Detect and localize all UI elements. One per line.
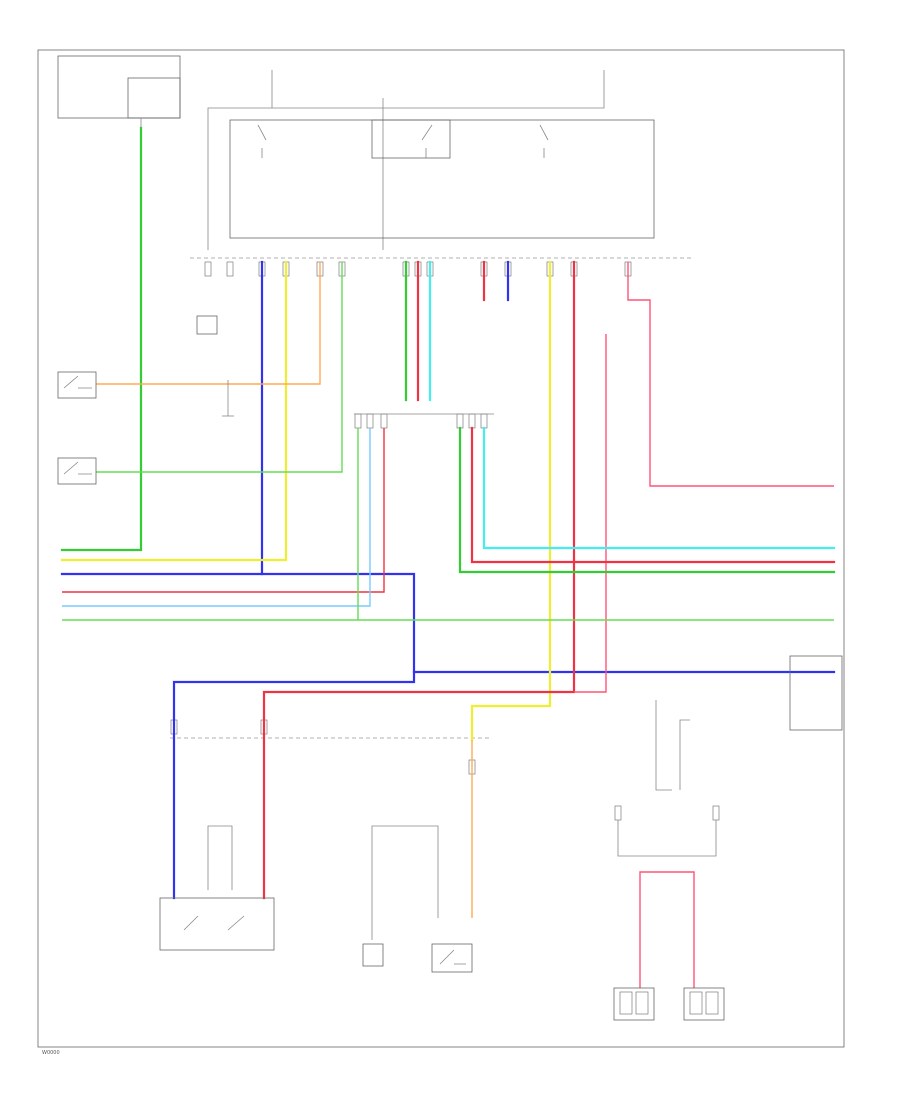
splice-connector-4 [456, 413, 464, 429]
splice-connector-2 [366, 413, 374, 429]
wire-green-right [458, 426, 836, 574]
switch-glyph-2 [421, 124, 433, 158]
wire-yellow-left [60, 260, 288, 562]
bottom-left-switch-module [159, 825, 275, 951]
top-connector-1 [204, 261, 212, 277]
wire-green-lower [62, 428, 834, 621]
top-connector-row [170, 261, 720, 821]
wire-green-left-feed [60, 126, 143, 552]
switch-glyph-1 [257, 124, 267, 158]
bottom-right-connector-1 [614, 805, 622, 821]
wire-red-right [262, 260, 576, 900]
right-connector-box [789, 655, 843, 731]
left-switch-upper [57, 371, 97, 399]
footer-code: W0000 [42, 1050, 60, 1056]
splice-connector-1 [354, 413, 362, 429]
splice-connector-6 [480, 413, 488, 429]
bottom-right-module-a [613, 987, 655, 1021]
wire-blue-main [60, 260, 264, 576]
bottom-center-sensor [362, 825, 439, 967]
wire-layer [60, 126, 836, 988]
bottom-center-switch [431, 943, 473, 973]
wire-blue-rail [260, 572, 836, 674]
wire-green-switch [96, 262, 343, 473]
wire-red-left [62, 428, 385, 593]
wire-pink-right [574, 334, 607, 693]
ground-symbol [222, 380, 234, 417]
wire-yellow-right [470, 260, 552, 742]
bottom-right-module-b [683, 987, 725, 1021]
top-center-switch-module [207, 70, 655, 250]
diagram-frame [37, 49, 845, 1048]
wire-orange-switch [96, 262, 321, 385]
splice-connector-3 [380, 413, 388, 429]
wire-pink-far [627, 262, 834, 487]
splice-connector-5 [468, 413, 476, 429]
connector-box-left [196, 315, 218, 335]
wire-pink-bottom [639, 871, 695, 988]
wire-cyan-left [62, 428, 371, 607]
bottom-right-connector-2 [712, 805, 720, 821]
left-switch-lower [57, 457, 97, 485]
top-left-fuse-box [57, 55, 181, 128]
top-connector-2 [226, 261, 234, 277]
wire-blue-down-left [172, 670, 416, 900]
bottom-right-splice [617, 700, 717, 857]
switch-glyph-3 [539, 124, 549, 158]
wire-red-right-rail [470, 426, 836, 564]
wire-cyan-right [482, 426, 836, 550]
